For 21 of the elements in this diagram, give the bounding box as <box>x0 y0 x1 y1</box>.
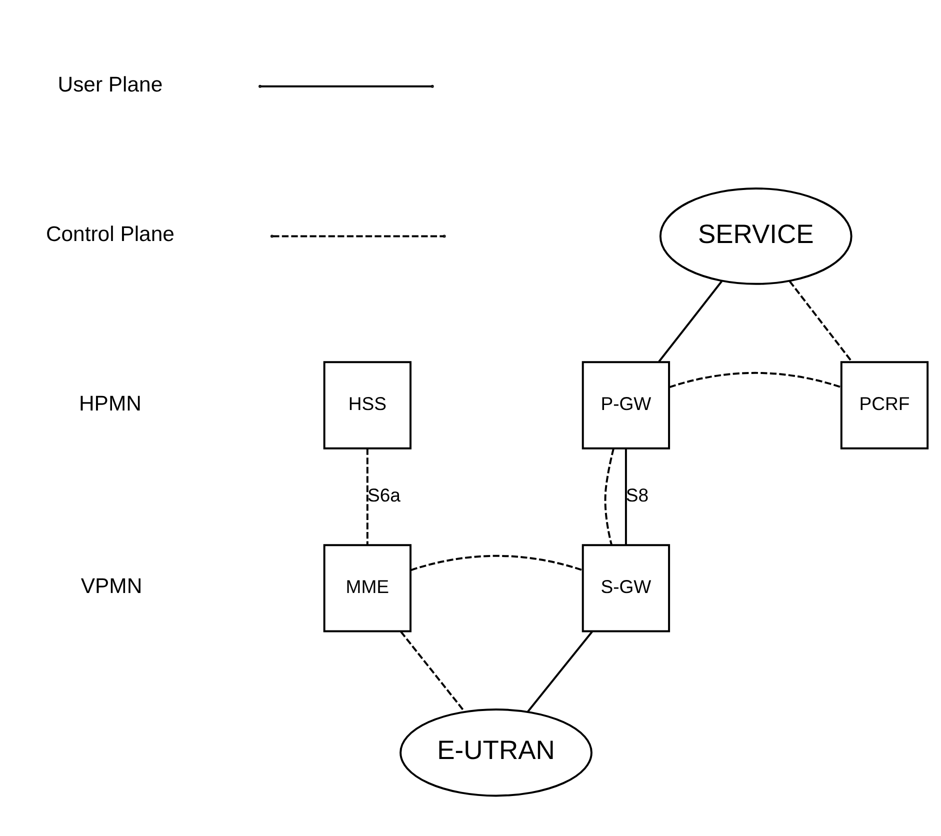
node-box: PCRF <box>840 360 929 449</box>
connector <box>527 630 593 712</box>
node-box: S-GW <box>582 544 670 632</box>
label: HPMN <box>78 392 142 415</box>
connector <box>366 448 368 544</box>
connector <box>624 448 627 544</box>
legend-label: User Plane <box>58 72 163 96</box>
node-box: P-GW <box>582 360 670 449</box>
node-ellipse: SERVICE <box>659 186 852 284</box>
label: VPMN <box>80 574 142 598</box>
connector <box>604 448 614 544</box>
connector <box>669 371 842 388</box>
edge-label: S6a <box>367 484 400 506</box>
node-box: MME <box>323 544 412 632</box>
connector <box>658 280 723 362</box>
legend-label: Control Plane <box>46 222 174 246</box>
connector <box>788 280 853 362</box>
node-ellipse: E-UTRAN <box>400 708 592 796</box>
node-box: HSS <box>323 360 412 449</box>
connector <box>410 554 583 571</box>
connector <box>400 630 466 712</box>
